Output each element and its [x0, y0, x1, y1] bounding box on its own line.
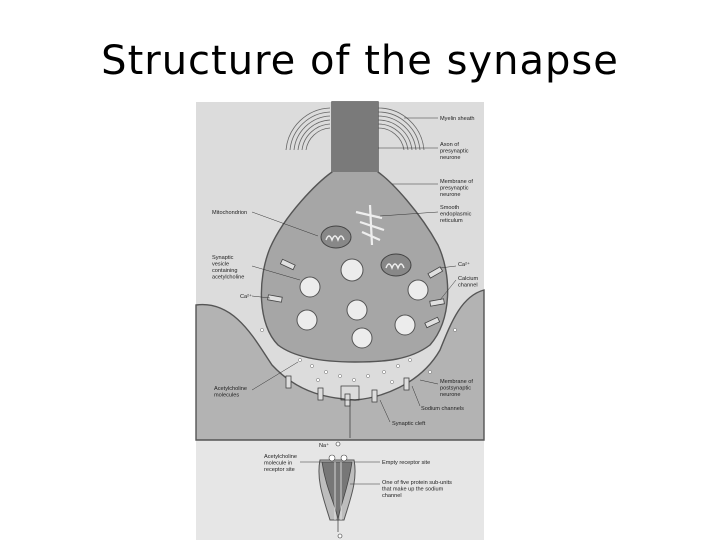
label-empty-receptor: Empty receptor site — [382, 460, 430, 466]
label-vesicle: Synaptic vesicle containing acetylcholin… — [212, 255, 244, 281]
label-myelin-sheath: Myelin sheath — [440, 116, 475, 122]
label-acetylcholine-molecules: Acetylcholine molecules — [214, 386, 249, 399]
label-ser: Smooth endoplasmic reticulum — [440, 205, 473, 224]
leader-lines — [251, 117, 457, 485]
label-ca-left: Ca²⁺ — [240, 293, 252, 300]
label-mitochondrion: Mitochondrion — [212, 210, 247, 216]
label-synaptic-cleft: Synaptic cleft — [392, 421, 426, 427]
label-calcium-channel: Calcium channel — [458, 276, 480, 289]
smooth-endoplasmic-reticulum — [355, 204, 385, 246]
label-ca-right: Ca²⁺ — [458, 261, 470, 268]
label-sodium-channels: Sodium channels — [421, 406, 464, 412]
synaptic-vesicles — [296, 258, 429, 349]
postsynaptic-neurone — [195, 289, 485, 441]
label-na: Na⁺ — [319, 442, 329, 449]
label-axon: Axon of presynaptic neurone — [440, 142, 470, 161]
label-ach-receptor: Acetylcholine molecule in receptor site — [264, 454, 299, 473]
receptor-inset — [318, 441, 356, 539]
acetylcholine-molecules — [260, 328, 457, 384]
slide-title: Structure of the synapse — [101, 38, 619, 84]
label-membrane-post: Membrane of postsynaptic neurone — [440, 379, 475, 398]
label-subunits: One of five protein sub-units that make … — [382, 480, 454, 499]
mitochondrion-right — [380, 253, 412, 277]
mitochondrion-left — [320, 225, 352, 249]
axon-core — [332, 102, 378, 172]
myelin-sheath — [285, 107, 425, 151]
calcium-channels — [267, 258, 445, 329]
label-membrane-pre: Membrane of presynaptic neurone — [440, 179, 475, 198]
synapse-diagram: Myelin sheath Axon of presynaptic neuron… — [195, 101, 485, 540]
